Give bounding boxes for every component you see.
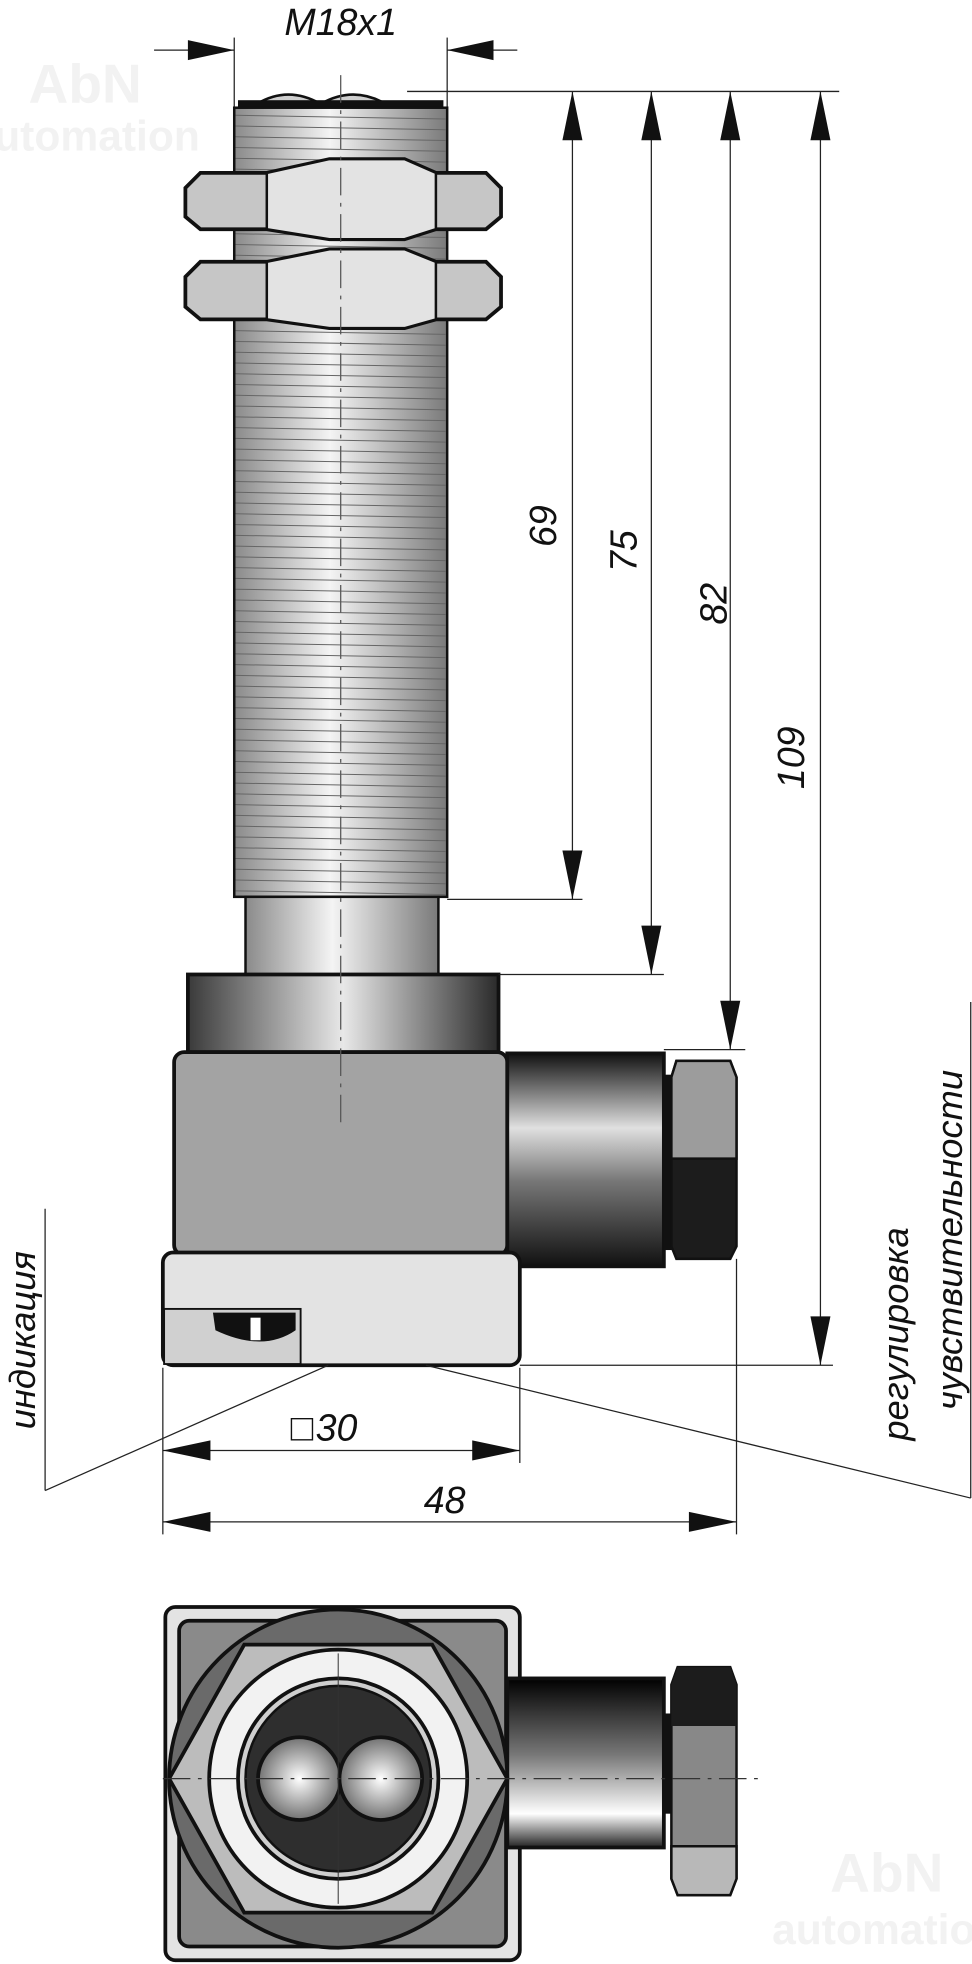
housing-ring — [186, 972, 501, 1055]
thread-line — [235, 761, 446, 766]
horizontal-dimensions: □ 30 48 — [162, 1258, 738, 1535]
indication-label: индикация — [2, 1251, 43, 1429]
thread-line — [235, 717, 446, 723]
dim-30: 30 — [316, 1406, 358, 1448]
watermark-top: AbN automation — [0, 53, 200, 161]
thread-line — [235, 750, 446, 756]
svg-text:AbN: AbN — [830, 1841, 943, 1903]
thread-line — [235, 394, 446, 400]
square-symbol: □ — [291, 1406, 314, 1448]
dim-48: 48 — [424, 1479, 466, 1521]
sensitivity-callout: регулировка чувствительности — [425, 1002, 972, 1499]
thread-line — [235, 577, 446, 583]
connector-housing — [172, 1050, 510, 1257]
dim-109: 109 — [770, 726, 812, 789]
thread-line — [235, 534, 446, 540]
bottom-view — [162, 1605, 758, 1963]
indication-callout: индикация — [2, 1208, 329, 1492]
svg-text:automation: automation — [0, 112, 200, 160]
thread-line — [235, 857, 446, 863]
cable-connector — [505, 1051, 666, 1269]
thread-line — [235, 524, 446, 529]
sensitivity-label-line2: чувствительности — [929, 1070, 970, 1410]
dim-75: 75 — [602, 530, 644, 572]
thread-line — [235, 437, 446, 443]
thread-line — [235, 610, 446, 616]
indicator-cap — [160, 1250, 522, 1368]
lock-nut-upper — [183, 157, 503, 242]
vertical-dimensions: 69 75 82 109 — [447, 91, 833, 1366]
thread-line — [235, 707, 446, 712]
thread-line — [235, 384, 446, 389]
thread-line — [235, 243, 446, 249]
cable-gland-nut — [663, 1059, 738, 1261]
watermark-bottom: AbN automation — [772, 1841, 972, 1954]
svg-text:AbN: AbN — [29, 53, 142, 115]
thread-line — [235, 147, 446, 152]
thread-line — [235, 567, 446, 572]
sensor-neck — [244, 895, 440, 976]
dim-82: 82 — [692, 583, 734, 625]
svg-text:automation: automation — [772, 1906, 972, 1954]
thread-line — [235, 890, 446, 896]
sensitivity-label-line1: регулировка — [875, 1227, 916, 1441]
thread-line — [235, 674, 446, 680]
thread-label: M18x1 — [284, 1, 397, 43]
thread-line — [235, 114, 446, 120]
thread-line — [235, 847, 446, 852]
dim-69: 69 — [522, 505, 564, 547]
thread-dimension: M18x1 — [154, 1, 518, 113]
lock-nut-lower — [183, 247, 503, 331]
thread-line — [235, 427, 446, 432]
